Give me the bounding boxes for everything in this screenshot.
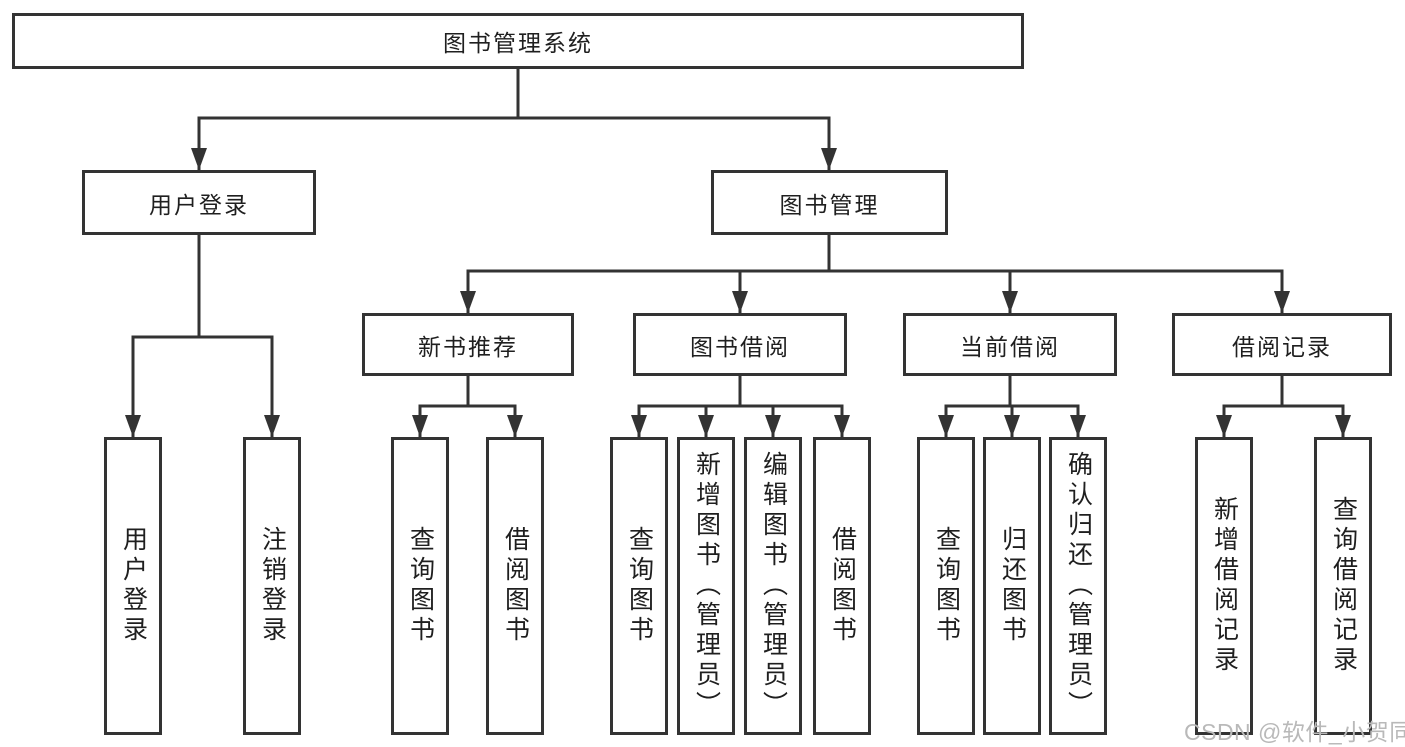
- leaf-borrow-query-books: 查询图书: [610, 437, 668, 735]
- leaf-return-books: 归还图书: [983, 437, 1041, 735]
- node-book-borrow: 图书借阅: [633, 313, 847, 376]
- node-current-borrow-label: 当前借阅: [960, 333, 1060, 360]
- leaf-add-borrow-record-label: 新增借阅记录: [1210, 496, 1239, 676]
- leaf-borrow-books: 借阅图书: [813, 437, 871, 735]
- node-borrow-records: 借阅记录: [1172, 313, 1392, 376]
- node-borrow-records-label: 借阅记录: [1232, 333, 1332, 360]
- leaf-add-book-admin-label: 新增图书（管理员）: [692, 451, 721, 721]
- leaf-confirm-return-admin: 确认归还（管理员）: [1049, 437, 1107, 735]
- leaf-query-borrow-record: 查询借阅记录: [1314, 437, 1372, 735]
- leaf-recommend-borrow-books: 借阅图书: [486, 437, 544, 735]
- leaf-edit-book-admin-label: 编辑图书（管理员）: [759, 451, 788, 721]
- connectors-new-book-recommend: [412, 376, 523, 437]
- leaf-add-borrow-record: 新增借阅记录: [1195, 437, 1253, 735]
- leaf-edit-book-admin: 编辑图书（管理员）: [744, 437, 802, 735]
- leaf-confirm-return-admin-label: 确认归还（管理员）: [1064, 451, 1093, 721]
- leaf-logout: 注销登录: [243, 437, 301, 735]
- leaf-recommend-borrow-books-label: 借阅图书: [501, 526, 530, 646]
- leaf-user-login-label: 用户登录: [119, 526, 148, 646]
- node-current-borrow: 当前借阅: [903, 313, 1117, 376]
- node-user-login: 用户登录: [82, 170, 316, 235]
- node-book-management: 图书管理: [711, 170, 948, 235]
- leaf-query-borrow-record-label: 查询借阅记录: [1329, 496, 1358, 676]
- node-new-book-recommend-label: 新书推荐: [418, 333, 518, 360]
- leaf-recommend-query-books-label: 查询图书: [406, 526, 435, 646]
- node-root: 图书管理系统: [12, 13, 1024, 69]
- leaf-current-query-books-label: 查询图书: [932, 526, 961, 646]
- connectors-book-borrow: [631, 376, 850, 437]
- leaf-borrow-books-label: 借阅图书: [828, 526, 857, 646]
- csdn-watermark: CSDN @软件_小贺同学: [1184, 719, 1405, 745]
- node-book-management-label: 图书管理: [779, 191, 880, 218]
- connectors-root: [191, 69, 837, 170]
- connectors-current-borrow: [938, 376, 1086, 437]
- leaf-add-book-admin: 新增图书（管理员）: [677, 437, 735, 735]
- leaf-user-login: 用户登录: [104, 437, 162, 735]
- connectors-user-login: [125, 235, 280, 437]
- leaf-current-query-books: 查询图书: [917, 437, 975, 735]
- leaf-borrow-query-books-label: 查询图书: [625, 526, 654, 646]
- node-new-book-recommend: 新书推荐: [362, 313, 574, 376]
- node-root-label: 图书管理系统: [443, 30, 593, 56]
- node-book-borrow-label: 图书借阅: [690, 333, 790, 360]
- leaf-return-books-label: 归还图书: [998, 526, 1027, 646]
- connectors-borrow-records: [1216, 376, 1351, 437]
- leaf-recommend-query-books: 查询图书: [391, 437, 449, 735]
- connectors-book-management: [460, 235, 1290, 313]
- node-user-login-label: 用户登录: [149, 191, 249, 218]
- leaf-logout-label: 注销登录: [258, 526, 287, 646]
